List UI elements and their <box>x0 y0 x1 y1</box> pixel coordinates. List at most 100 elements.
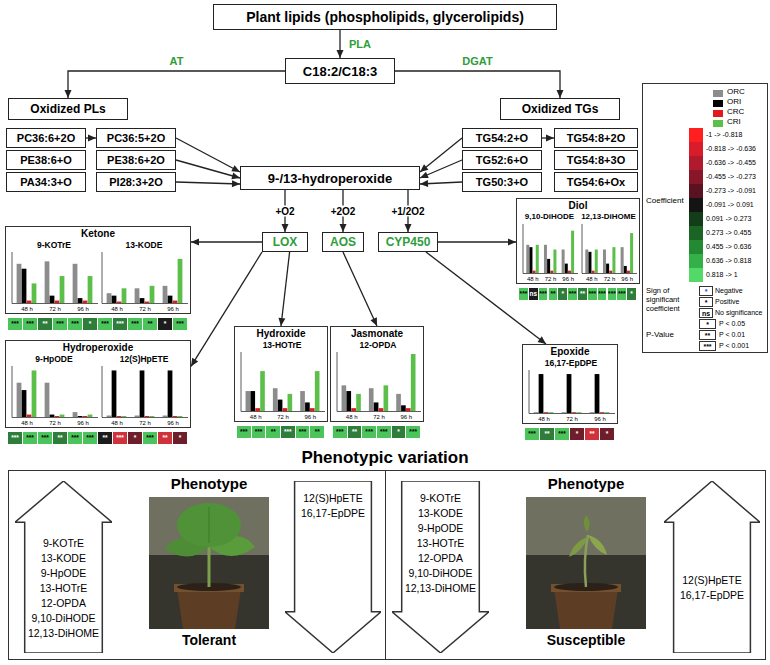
axis-tick: 72 h <box>49 305 61 313</box>
axis-tick: 48 h <box>346 413 358 421</box>
panel-heading: Epoxide <box>523 346 617 357</box>
metabolite-name: 13-KODE <box>418 506 463 521</box>
data-bar <box>411 354 416 411</box>
metabolite-name: 12,13-DiHOME <box>28 626 99 641</box>
data-bar <box>173 301 178 303</box>
data-bar <box>351 408 356 411</box>
connector <box>176 138 240 172</box>
axis-tick: 72 h <box>566 415 578 423</box>
significance-cell: ** <box>348 426 363 438</box>
axis-tick: 72 h <box>49 419 61 427</box>
metabolite-name: 12,13-DiHOME <box>405 581 476 596</box>
legend-box: ORCORICRCCRI-1 -> -0.818-0.818 -> -0.636… <box>642 83 768 353</box>
sign-sample: * <box>699 286 713 296</box>
axis-tick: 96 h <box>621 275 633 283</box>
data-bar <box>621 247 624 273</box>
data-bar <box>568 271 571 273</box>
data-bar <box>17 264 22 303</box>
connector <box>176 160 240 179</box>
chart-axis <box>529 413 615 414</box>
arrow-shape <box>392 481 489 653</box>
axis-tick: 48 h <box>111 419 123 427</box>
process-box: TG50:3+O <box>462 172 542 192</box>
axis-tick: 48 h <box>586 275 598 283</box>
arrow-head <box>340 224 347 232</box>
box-label: C18:2/C18:3 <box>303 64 377 79</box>
box-label: 9-/13-hydroperoxide <box>268 171 392 186</box>
chart-axis <box>12 252 13 304</box>
legend-swatch <box>713 110 723 117</box>
data-bar <box>45 261 50 303</box>
legend-label: 0.636 -> 0.818 <box>706 257 751 264</box>
arrow-head <box>557 90 564 98</box>
arrow-head <box>370 317 377 326</box>
data-bar <box>310 408 315 411</box>
chart-axis <box>12 366 13 418</box>
connector <box>420 160 462 178</box>
significance-cell: *** <box>53 318 68 330</box>
bar-chart <box>334 352 422 412</box>
chart-axis <box>582 224 583 274</box>
data-bar <box>168 296 173 303</box>
arrow-head <box>420 164 428 172</box>
data-bar <box>122 288 127 303</box>
data-bar <box>374 402 379 411</box>
connector-line <box>395 71 560 98</box>
data-bar <box>140 370 145 417</box>
arrow-head <box>278 318 285 326</box>
connector-line <box>68 71 285 98</box>
metabolite-name: 16,17-EpDPE <box>680 588 744 603</box>
metabolite-name: 12(S)HpETE <box>682 573 742 588</box>
panel-heading: Jasmonate <box>331 328 423 339</box>
data-bar <box>288 394 293 411</box>
data-bar <box>173 416 178 418</box>
chart-axis <box>241 411 325 412</box>
significance-cell: *** <box>377 426 392 438</box>
box-label: PC36:6+2O <box>17 132 75 144</box>
data-bar <box>73 412 78 417</box>
process-box: TG54:8+3O <box>554 150 638 170</box>
significance-cell: * <box>128 432 143 444</box>
process-box: PE38:6+O <box>6 150 86 170</box>
trend-arrow: 12(S)HpETE16,17-EpDPE <box>285 481 381 653</box>
box-label: LOX <box>273 235 298 249</box>
significance-cell: *** <box>113 432 128 444</box>
chart-axis <box>102 417 188 418</box>
arrow-head <box>65 90 72 98</box>
data-bar <box>588 252 591 273</box>
arrow-head <box>508 239 516 246</box>
phenotype-panel: PhenotypeSusceptible9-KOTrE13-KODE9-HpOD… <box>386 470 766 660</box>
legend-label: P < 0.05 <box>719 320 745 327</box>
sign-sample: * <box>699 297 713 307</box>
axis-tick: 48 h <box>21 419 33 427</box>
data-bar <box>300 391 305 411</box>
arrow-outline <box>285 481 381 653</box>
box-label: TG54:6+Ox <box>567 176 625 188</box>
data-bar <box>32 283 37 303</box>
legend-label: 0.273 -> 0.455 <box>706 229 751 236</box>
box-label: PE38:6+2O <box>107 154 165 166</box>
legend-label: Negative <box>715 287 743 294</box>
box-label: TG54:8+2O <box>567 132 625 144</box>
axis-tick: 48 h <box>527 275 539 283</box>
data-bar <box>379 408 384 411</box>
process-box: PI28:3+2O <box>96 172 176 192</box>
significance-cell: *** <box>8 318 23 330</box>
significance-cell: * <box>558 288 568 300</box>
chart-panel: Diol9,10-DiHODE48 h72 h96 h12,13-DiHOME4… <box>516 198 640 284</box>
data-bar <box>356 394 361 411</box>
legend-swatch <box>713 120 723 127</box>
significance-cell: *** <box>237 426 252 438</box>
enzyme-box: AOS <box>322 232 364 252</box>
box-label: Oxidized PLs <box>30 102 105 116</box>
significance-cell: *** <box>113 318 128 330</box>
significance-cell: *** <box>588 288 598 300</box>
connector <box>343 252 377 326</box>
axis-tick: 48 h <box>21 305 33 313</box>
chart-panel: Epoxide16,17-EpDPE48 h72 h96 h <box>522 344 618 424</box>
sign-sample: ns <box>699 308 713 318</box>
box-label: TG54:8+3O <box>567 154 625 166</box>
data-bar <box>117 416 122 418</box>
legend-label: P < 0.001 <box>719 342 749 349</box>
chart-axis <box>12 417 98 418</box>
